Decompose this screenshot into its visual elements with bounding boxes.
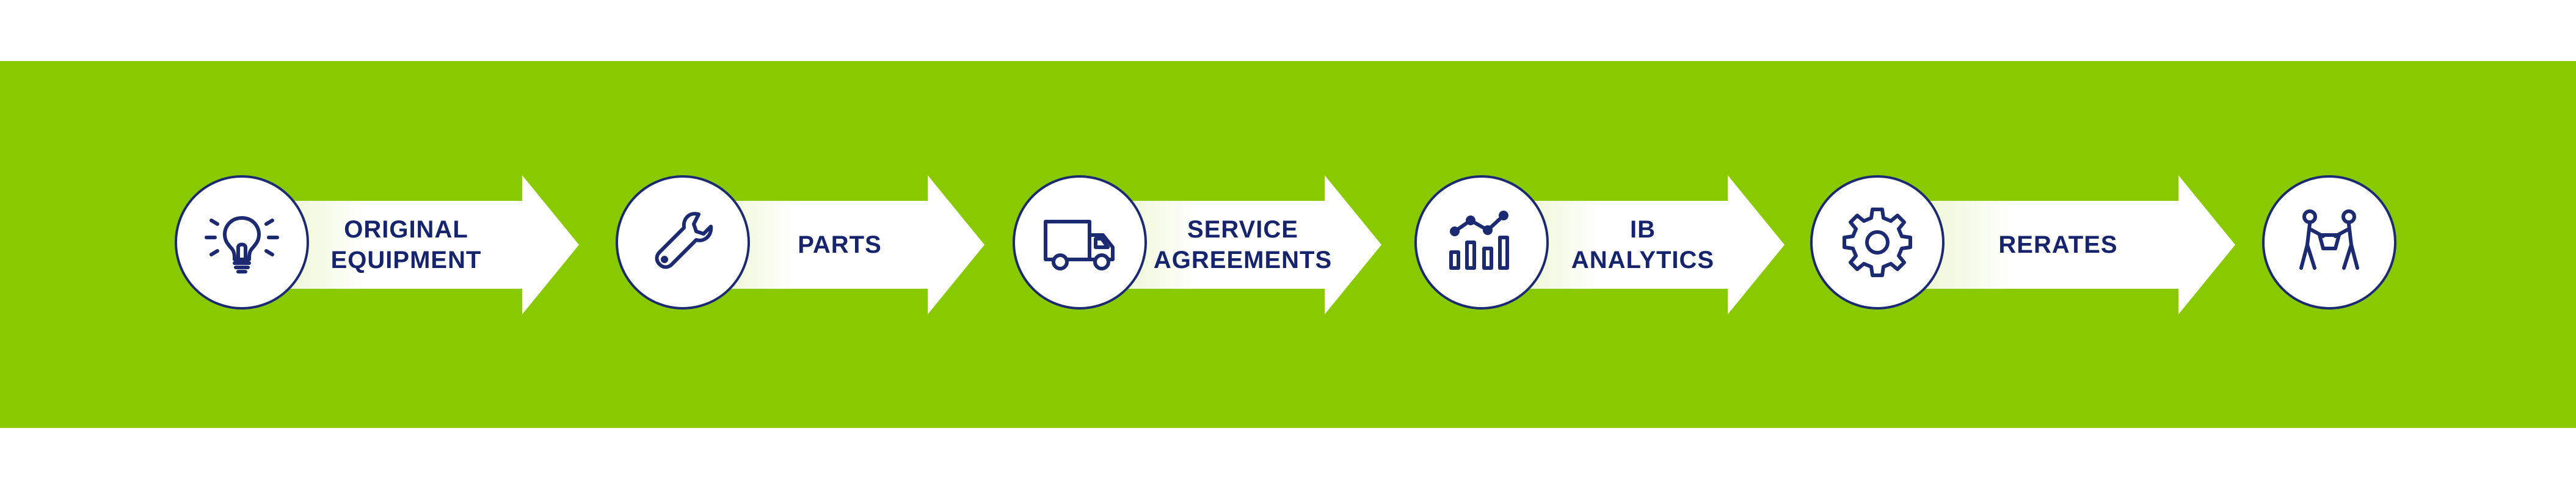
step-label-rerates: RERATES bbox=[1998, 231, 2118, 258]
people-carrying-icon bbox=[2299, 209, 2359, 270]
step-label-original-equipment: ORIGINAL EQUIPMENT bbox=[330, 216, 482, 273]
step-circle-ib-analytics bbox=[1414, 175, 1549, 310]
flow-arrow-parts bbox=[696, 175, 984, 314]
gear-icon bbox=[1843, 208, 1912, 277]
analytics-chart-icon bbox=[1449, 211, 1509, 270]
flow-arrow-service-agreements bbox=[1099, 175, 1381, 314]
wrench-icon bbox=[655, 212, 713, 269]
flow-arrow-rerates bbox=[1899, 175, 2235, 314]
lightbulb-icon bbox=[205, 216, 279, 273]
step-circle-service-agreements bbox=[1013, 175, 1147, 310]
step-circle-rerates bbox=[1810, 175, 1945, 310]
flow-arrow-original-equipment bbox=[257, 175, 579, 314]
final-circle bbox=[2262, 175, 2396, 310]
step-label-parts: PARTS bbox=[798, 231, 882, 258]
truck-icon bbox=[1044, 220, 1115, 270]
step-circle-parts bbox=[616, 175, 750, 310]
flow-arrow-ib-analytics bbox=[1502, 175, 1785, 314]
step-circle-original-equipment bbox=[175, 175, 309, 310]
step-label-service-agreements: SERVICE AGREEMENTS bbox=[1153, 216, 1333, 273]
step-label-ib-analytics: IB ANALYTICS bbox=[1571, 216, 1715, 273]
